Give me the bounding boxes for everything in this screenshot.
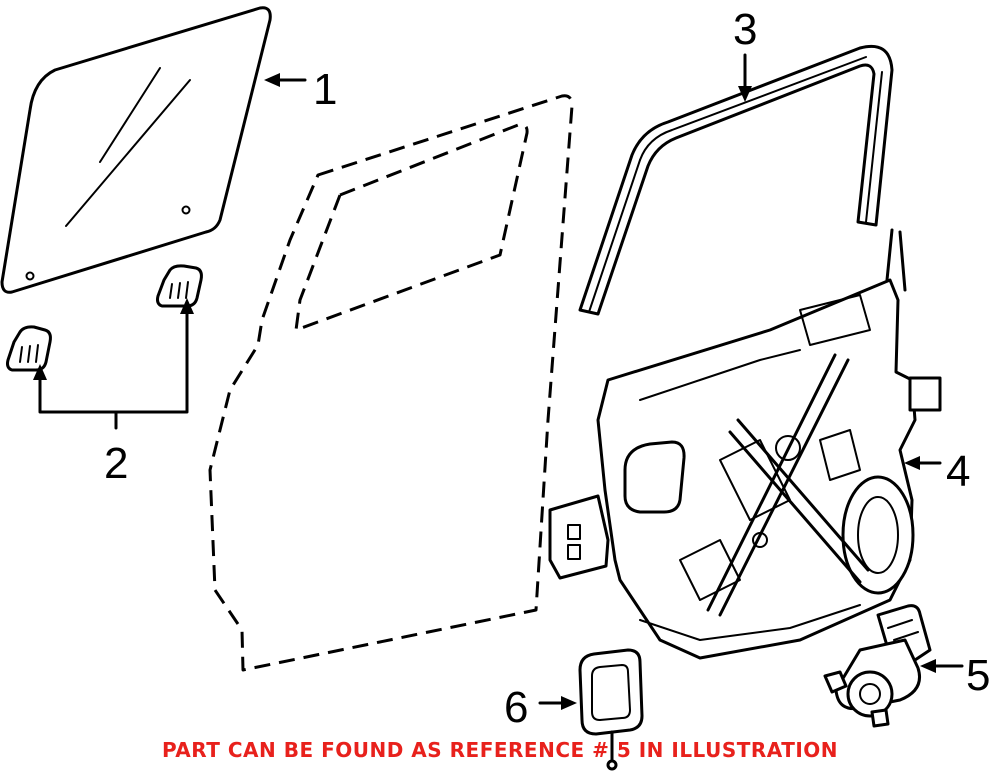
- glass-clip-icon: [156, 264, 203, 308]
- callout-6: 6: [504, 683, 528, 732]
- access-cover-icon: [578, 648, 644, 771]
- door-glass-icon: [0, 6, 272, 294]
- callout-3: 3: [733, 5, 757, 54]
- window-motor-icon: [823, 604, 932, 728]
- callout-4: 4: [946, 447, 970, 496]
- glass-run-channel-icon: [578, 44, 894, 316]
- reference-caption: PART CAN BE FOUND AS REFERENCE # 5 IN IL…: [161, 738, 839, 762]
- leader-5: [920, 659, 964, 673]
- leader-4: [904, 456, 942, 470]
- door-shell-outline-icon: [208, 94, 574, 672]
- leader-6: [538, 696, 577, 710]
- callout-5: 5: [966, 651, 990, 700]
- window-regulator-icon: [548, 228, 942, 660]
- leader-2: [33, 298, 194, 430]
- glass-clip-icon: [6, 325, 52, 372]
- leader-3: [738, 53, 752, 102]
- callout-1: 1: [313, 65, 337, 114]
- callout-2: 2: [104, 439, 128, 488]
- leader-1: [264, 73, 307, 87]
